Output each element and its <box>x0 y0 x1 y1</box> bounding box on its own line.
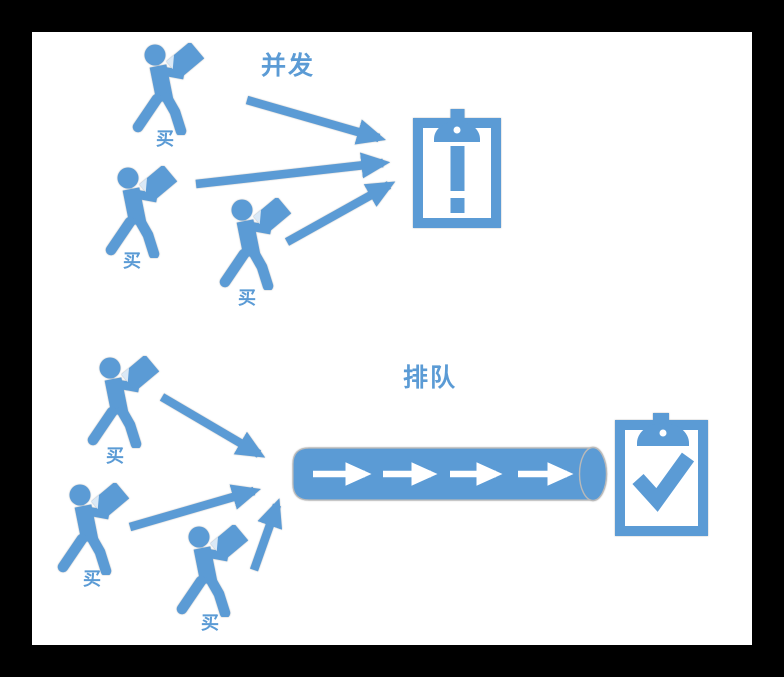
clipboard-clip-dot <box>659 429 667 437</box>
person-holding-card-icon <box>171 525 253 617</box>
exclamation-bar <box>450 146 465 191</box>
buyer-label: 买 <box>106 446 124 467</box>
flow-arrows-layer <box>128 95 608 572</box>
section-title-queue: 排队 <box>403 363 458 392</box>
buyer-label: 买 <box>238 288 256 309</box>
flow-arrow <box>128 484 261 532</box>
section-title-concurrent: 并发 <box>261 51 316 80</box>
buyer-label: 买 <box>123 251 141 272</box>
clipboard-clip-tab <box>450 109 465 121</box>
clipboard-clip-dot <box>453 126 461 134</box>
person-holding-card-icon <box>82 356 164 448</box>
buyer-label: 买 <box>156 129 174 150</box>
queue-flow-arrows <box>128 393 283 572</box>
buyer-label: 买 <box>83 569 101 590</box>
person-holding-card-icon <box>127 43 209 135</box>
flow-arrow <box>195 152 391 189</box>
clipboard-exclamation-icon <box>413 109 501 228</box>
pipe-end-cap <box>578 446 608 502</box>
clipboard-clip-tab <box>653 413 669 425</box>
pipe-body <box>292 447 594 501</box>
flow-arrow <box>245 95 386 145</box>
clipboard-check-icon <box>615 413 708 536</box>
flow-arrow <box>249 498 283 572</box>
queue-pipe-icon <box>292 446 608 502</box>
person-holding-card-icon <box>100 166 182 258</box>
flow-arrow <box>284 181 396 246</box>
concurrent-flow-arrows <box>195 95 396 246</box>
checkmark <box>632 452 695 512</box>
person-holding-card-icon <box>214 198 296 290</box>
diagram-canvas: 并发 排队 买 买 买 买 买 买 <box>32 32 752 645</box>
person-holding-card-icon <box>52 483 134 575</box>
flow-arrow <box>159 393 266 458</box>
exclamation-dot <box>450 198 465 213</box>
buyer-label: 买 <box>201 613 219 634</box>
